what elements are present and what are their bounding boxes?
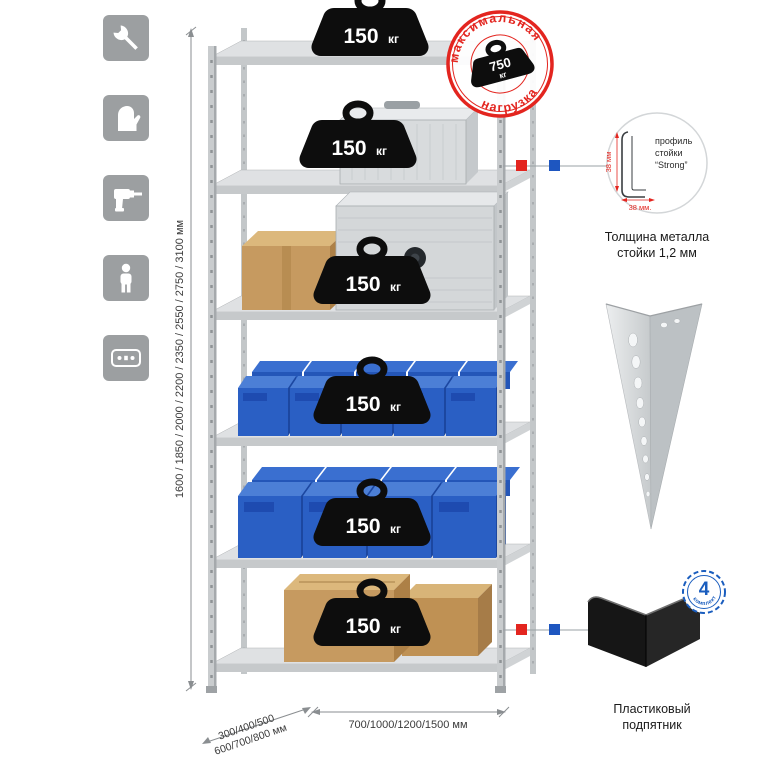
width-dimension: 700/1000/1200/1500 мм	[307, 706, 510, 731]
weight-badge: 150 кг	[313, 236, 431, 304]
front-post-right	[495, 46, 506, 693]
profile-label-2: стойки	[655, 148, 683, 158]
weight-badge: 150 кг	[313, 478, 431, 546]
blue-bins-shelf5	[238, 467, 520, 558]
stamp-value: 750	[488, 54, 513, 74]
feature-tile-drill	[103, 175, 149, 221]
width-dimension-label: 700/1000/1200/1500 мм	[348, 719, 467, 731]
profile-label-3: “Strong”	[655, 160, 688, 170]
foot-caption-1: Пластиковый	[613, 702, 690, 716]
angle-post-image	[605, 303, 703, 530]
feature-tile-person	[103, 255, 149, 301]
load-value: 150	[331, 137, 366, 160]
profile-caption-1: Толщина металла	[605, 230, 709, 244]
plastic-foot-image	[587, 594, 701, 667]
stamp-weight-icon: 750 кг	[471, 39, 535, 88]
person-icon	[120, 263, 132, 293]
load-unit: кг	[388, 32, 399, 46]
profile-caption-2: стойки 1,2 мм	[617, 246, 697, 260]
feature-icon-column	[103, 15, 149, 381]
load-unit: кг	[390, 280, 401, 294]
depth-dimension: 300/400/500 600/700/800 мм	[202, 707, 311, 758]
front-post-left	[206, 46, 217, 693]
load-value: 150	[343, 25, 378, 48]
feature-tile-wrench	[103, 15, 149, 61]
load-unit: кг	[376, 144, 387, 158]
profile-label-1: профиль	[655, 136, 693, 146]
load-value: 150	[345, 615, 380, 638]
height-dimension-label: 1600 / 1850 / 2000 / 2200 / 2350 / 2550 …	[174, 220, 186, 498]
max-load-stamp: максимальная нагрузка 750 кг	[437, 0, 554, 122]
profile-spec-icon	[111, 349, 141, 367]
load-value: 150	[345, 515, 380, 538]
weight-badge: 150 кг	[313, 356, 431, 424]
gloves-icon	[118, 106, 141, 131]
weight-badge: 150 кг	[311, 0, 429, 56]
wrench-icon	[113, 25, 138, 50]
load-unit: кг	[390, 400, 401, 414]
drill-icon	[114, 189, 142, 212]
red-marker-bottom	[516, 624, 527, 635]
callout-connectors	[503, 160, 608, 635]
load-value: 150	[345, 393, 380, 416]
blue-marker-top	[549, 160, 560, 171]
weight-badge: 150 кг	[299, 100, 417, 168]
blue-marker-bottom	[549, 624, 560, 635]
profile-dim-vertical: 38 мм	[604, 152, 613, 173]
feature-tile-gloves	[103, 95, 149, 141]
kit-count-badge: 4 в комплекте	[682, 570, 726, 614]
feature-tile-profile-spec	[103, 335, 149, 381]
stamp-unit: кг	[498, 70, 508, 81]
red-marker-top	[516, 160, 527, 171]
load-value: 150	[345, 273, 380, 296]
profile-detail-callout: 38 мм 38 мм. профиль стойки “Strong” Тол…	[604, 112, 709, 260]
weight-badge: 150 кг	[313, 578, 431, 646]
load-unit: кг	[390, 522, 401, 536]
kit-count-value: 4	[699, 579, 710, 600]
height-dimension: 1600 / 1850 / 2000 / 2200 / 2350 / 2550 …	[174, 26, 197, 692]
foot-caption-2: подпятник	[622, 718, 682, 732]
shelf-load-badges: 150 кг 150 кг 150 кг 150 кг 150 кг	[299, 0, 431, 646]
load-unit: кг	[390, 622, 401, 636]
profile-dim-horizontal: 38 мм.	[629, 203, 652, 212]
